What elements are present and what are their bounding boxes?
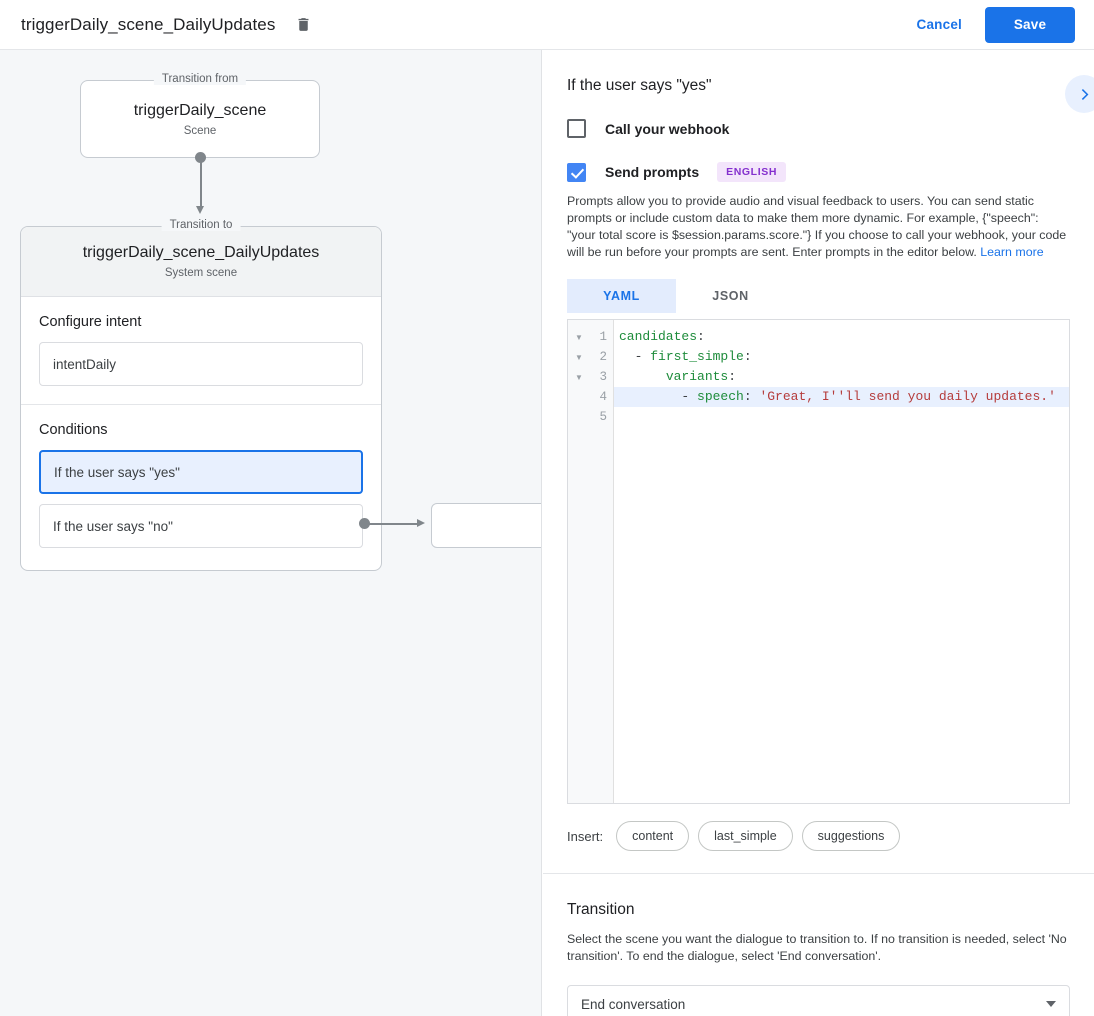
code-line: - first_simple: [614,347,1069,367]
code-line: variants: [614,367,1069,387]
code-token: speech [697,389,744,404]
insert-label: Insert: [567,828,604,844]
transition-to-node[interactable]: Transition to triggerDaily_scene_DailyUp… [20,219,382,571]
insert-row: Insert: content last_simple suggestions [567,821,1070,873]
page-title: triggerDaily_scene_DailyUpdates [21,14,276,34]
code-token: variants [665,369,729,384]
detail-panel: If the user says "yes" Call your webhook… [543,50,1094,1016]
code-token: : [728,369,737,384]
prompts-description: Prompts allow you to provide audio and v… [567,193,1070,261]
language-badge: ENGLISH [717,162,786,182]
code-token: : [697,329,705,344]
connector-dot [195,152,206,163]
line-number: 5 [599,410,607,424]
fold-spacer-5 [568,407,590,427]
insert-chip-content[interactable]: content [616,821,690,851]
condition-connector-line [368,523,420,525]
save-button[interactable]: Save [985,6,1075,43]
code-token: : [743,349,752,364]
code-token: first_simple [650,349,744,364]
code-line: candidates: [614,327,1069,347]
transition-title: Transition [567,901,635,918]
transition-section: Transition Select the scene you want the… [543,901,1094,1016]
editor-code-area[interactable]: candidates: - first_simple: variants: - … [614,320,1069,803]
code-token: 'Great, I''ll send you daily updates.' [759,389,1056,404]
tab-yaml[interactable]: YAML [567,279,676,313]
chevron-down-icon [1046,1001,1056,1007]
call-webhook-label: Call your webhook [605,120,730,137]
line-number: 1 [599,330,607,344]
downstream-node-card[interactable] [431,503,541,548]
conditions-section: Conditions If the user says "yes" If the… [21,404,381,566]
chevron-right-icon [1081,88,1088,100]
from-node-title: triggerDaily_scene [133,101,267,119]
line-number: 4 [599,390,607,404]
insert-chip-last-simple[interactable]: last_simple [698,821,793,851]
code-token: candidates [619,329,698,344]
send-prompts-row[interactable]: Send prompts ENGLISH [567,162,1070,182]
section-divider [543,873,1094,874]
detail-panel-title: If the user says "yes" [567,77,712,94]
line-number: 2 [599,350,607,364]
fold-toggle-3[interactable]: ▼ [575,372,583,382]
transition-select-value: End conversation [581,996,686,1012]
configure-intent-label: Configure intent [39,314,142,330]
expand-panel-button[interactable] [1065,75,1094,113]
code-token: : [743,389,760,404]
prompts-description-text: Prompts allow you to provide audio and v… [567,194,1067,259]
learn-more-link[interactable]: Learn more [980,245,1044,259]
connector-arrowhead-icon [196,206,204,214]
vertical-connector [195,152,207,268]
scene-graph-canvas[interactable]: Transition from triggerDaily_scene Scene… [0,50,542,1016]
condition-connector-arrowhead-icon [417,519,425,527]
condition-item-no[interactable]: If the user says "no" [39,504,363,548]
insert-chip-suggestions[interactable]: suggestions [801,821,901,851]
to-node-subtitle: System scene [164,267,238,279]
transition-select[interactable]: End conversation [567,985,1070,1016]
trash-icon [298,18,309,31]
condition-connector-dot [359,518,370,529]
format-tabs: YAML JSON [567,279,1070,313]
condition-item-yes[interactable]: If the user says "yes" [39,450,363,494]
prompts-section: Call your webhook Send prompts ENGLISH P… [543,119,1094,873]
prompt-code-editor[interactable]: ▼ ▼ ▼ 1 2 3 4 5 candidates: - first_simp… [567,319,1070,804]
code-token: - [619,349,651,364]
code-token: - [619,389,698,404]
line-number: 3 [599,370,607,384]
send-prompts-checkbox[interactable] [567,162,586,182]
from-node-subtitle: Scene [183,124,217,137]
top-bar: triggerDaily_scene_DailyUpdates Cancel S… [0,0,1094,50]
intent-field[interactable]: intentDaily [39,342,363,386]
code-line [614,407,1069,427]
to-node-title: triggerDaily_scene_DailyUpdates [82,244,320,261]
send-prompts-label: Send prompts [605,164,700,180]
editor-fold-gutter: ▼ ▼ ▼ [568,320,590,803]
fold-toggle-2[interactable]: ▼ [575,352,583,362]
transition-to-legend: Transition to [161,219,241,231]
code-token [619,369,666,384]
horizontal-connector [359,518,431,530]
transition-from-node[interactable]: Transition from triggerDaily_scene Scene [80,73,320,158]
call-webhook-row[interactable]: Call your webhook [567,119,1070,138]
editor-line-numbers: 1 2 3 4 5 [590,320,614,803]
conditions-label: Conditions [39,422,108,438]
to-node-header: triggerDaily_scene_DailyUpdates System s… [21,227,381,297]
tab-json[interactable]: JSON [676,279,785,313]
delete-button[interactable] [290,12,316,38]
configure-intent-section: Configure intent intentDaily [21,297,381,404]
fold-toggle-1[interactable]: ▼ [575,332,583,342]
cancel-button[interactable]: Cancel [905,9,974,40]
code-line: - speech: 'Great, I''ll send you daily u… [614,387,1069,407]
transition-description: Select the scene you want the dialogue t… [567,932,1067,963]
call-webhook-checkbox[interactable] [567,119,586,138]
detail-panel-header: If the user says "yes" [543,50,1094,113]
connector-line [200,158,202,208]
transition-from-legend: Transition from [153,73,247,85]
fold-spacer-4 [568,387,590,407]
